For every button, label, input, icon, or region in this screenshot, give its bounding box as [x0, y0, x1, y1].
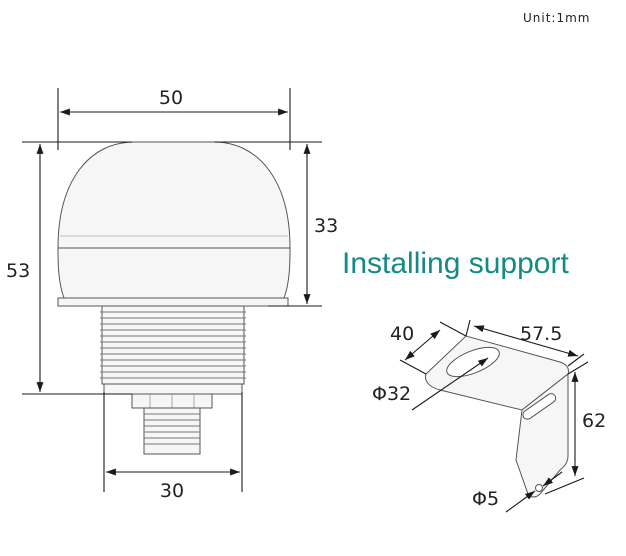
- thread-lines: [100, 311, 246, 379]
- lamp-connector: [143, 407, 201, 455]
- lamp-body: [57, 247, 291, 299]
- dimension-total-height: 53: [6, 141, 132, 395]
- bracket-drawing: [425, 335, 569, 498]
- lamp-flange: [57, 297, 289, 307]
- dimension-bracket-length: 57.5: [465, 319, 585, 367]
- label-bracket-length: 57.5: [520, 323, 562, 345]
- lamp-dome: [57, 141, 291, 249]
- bracket-slot: [522, 393, 557, 420]
- label-small-hole-diameter: Φ5: [472, 488, 499, 510]
- lamp-drawing: [57, 141, 291, 455]
- label-bracket-height: 62: [582, 410, 606, 432]
- label-bracket-width: 40: [390, 323, 414, 345]
- label-hole-diameter: Φ32: [372, 383, 411, 405]
- bracket-small-hole: [535, 484, 543, 492]
- label-dome-height: 33: [314, 215, 338, 237]
- dimension-bracket-width: 40: [390, 321, 467, 375]
- label-total-height: 53: [6, 260, 30, 282]
- section-title: Installing support: [342, 247, 569, 280]
- dimension-dome-height: 33: [214, 141, 338, 307]
- stem-base: [103, 383, 243, 395]
- label-top-width: 50: [159, 87, 183, 109]
- connector-ridges: [144, 413, 200, 445]
- dimension-bracket-height: 62: [544, 361, 606, 495]
- dimension-base-width: 30: [103, 392, 243, 502]
- dimension-top-width: 50: [57, 87, 291, 150]
- unit-label: Unit:1mm: [523, 11, 590, 25]
- dimension-hole-diameter: Φ32: [372, 357, 489, 411]
- label-base-width: 30: [160, 480, 184, 502]
- dimension-small-hole-diameter: Φ5: [472, 471, 563, 513]
